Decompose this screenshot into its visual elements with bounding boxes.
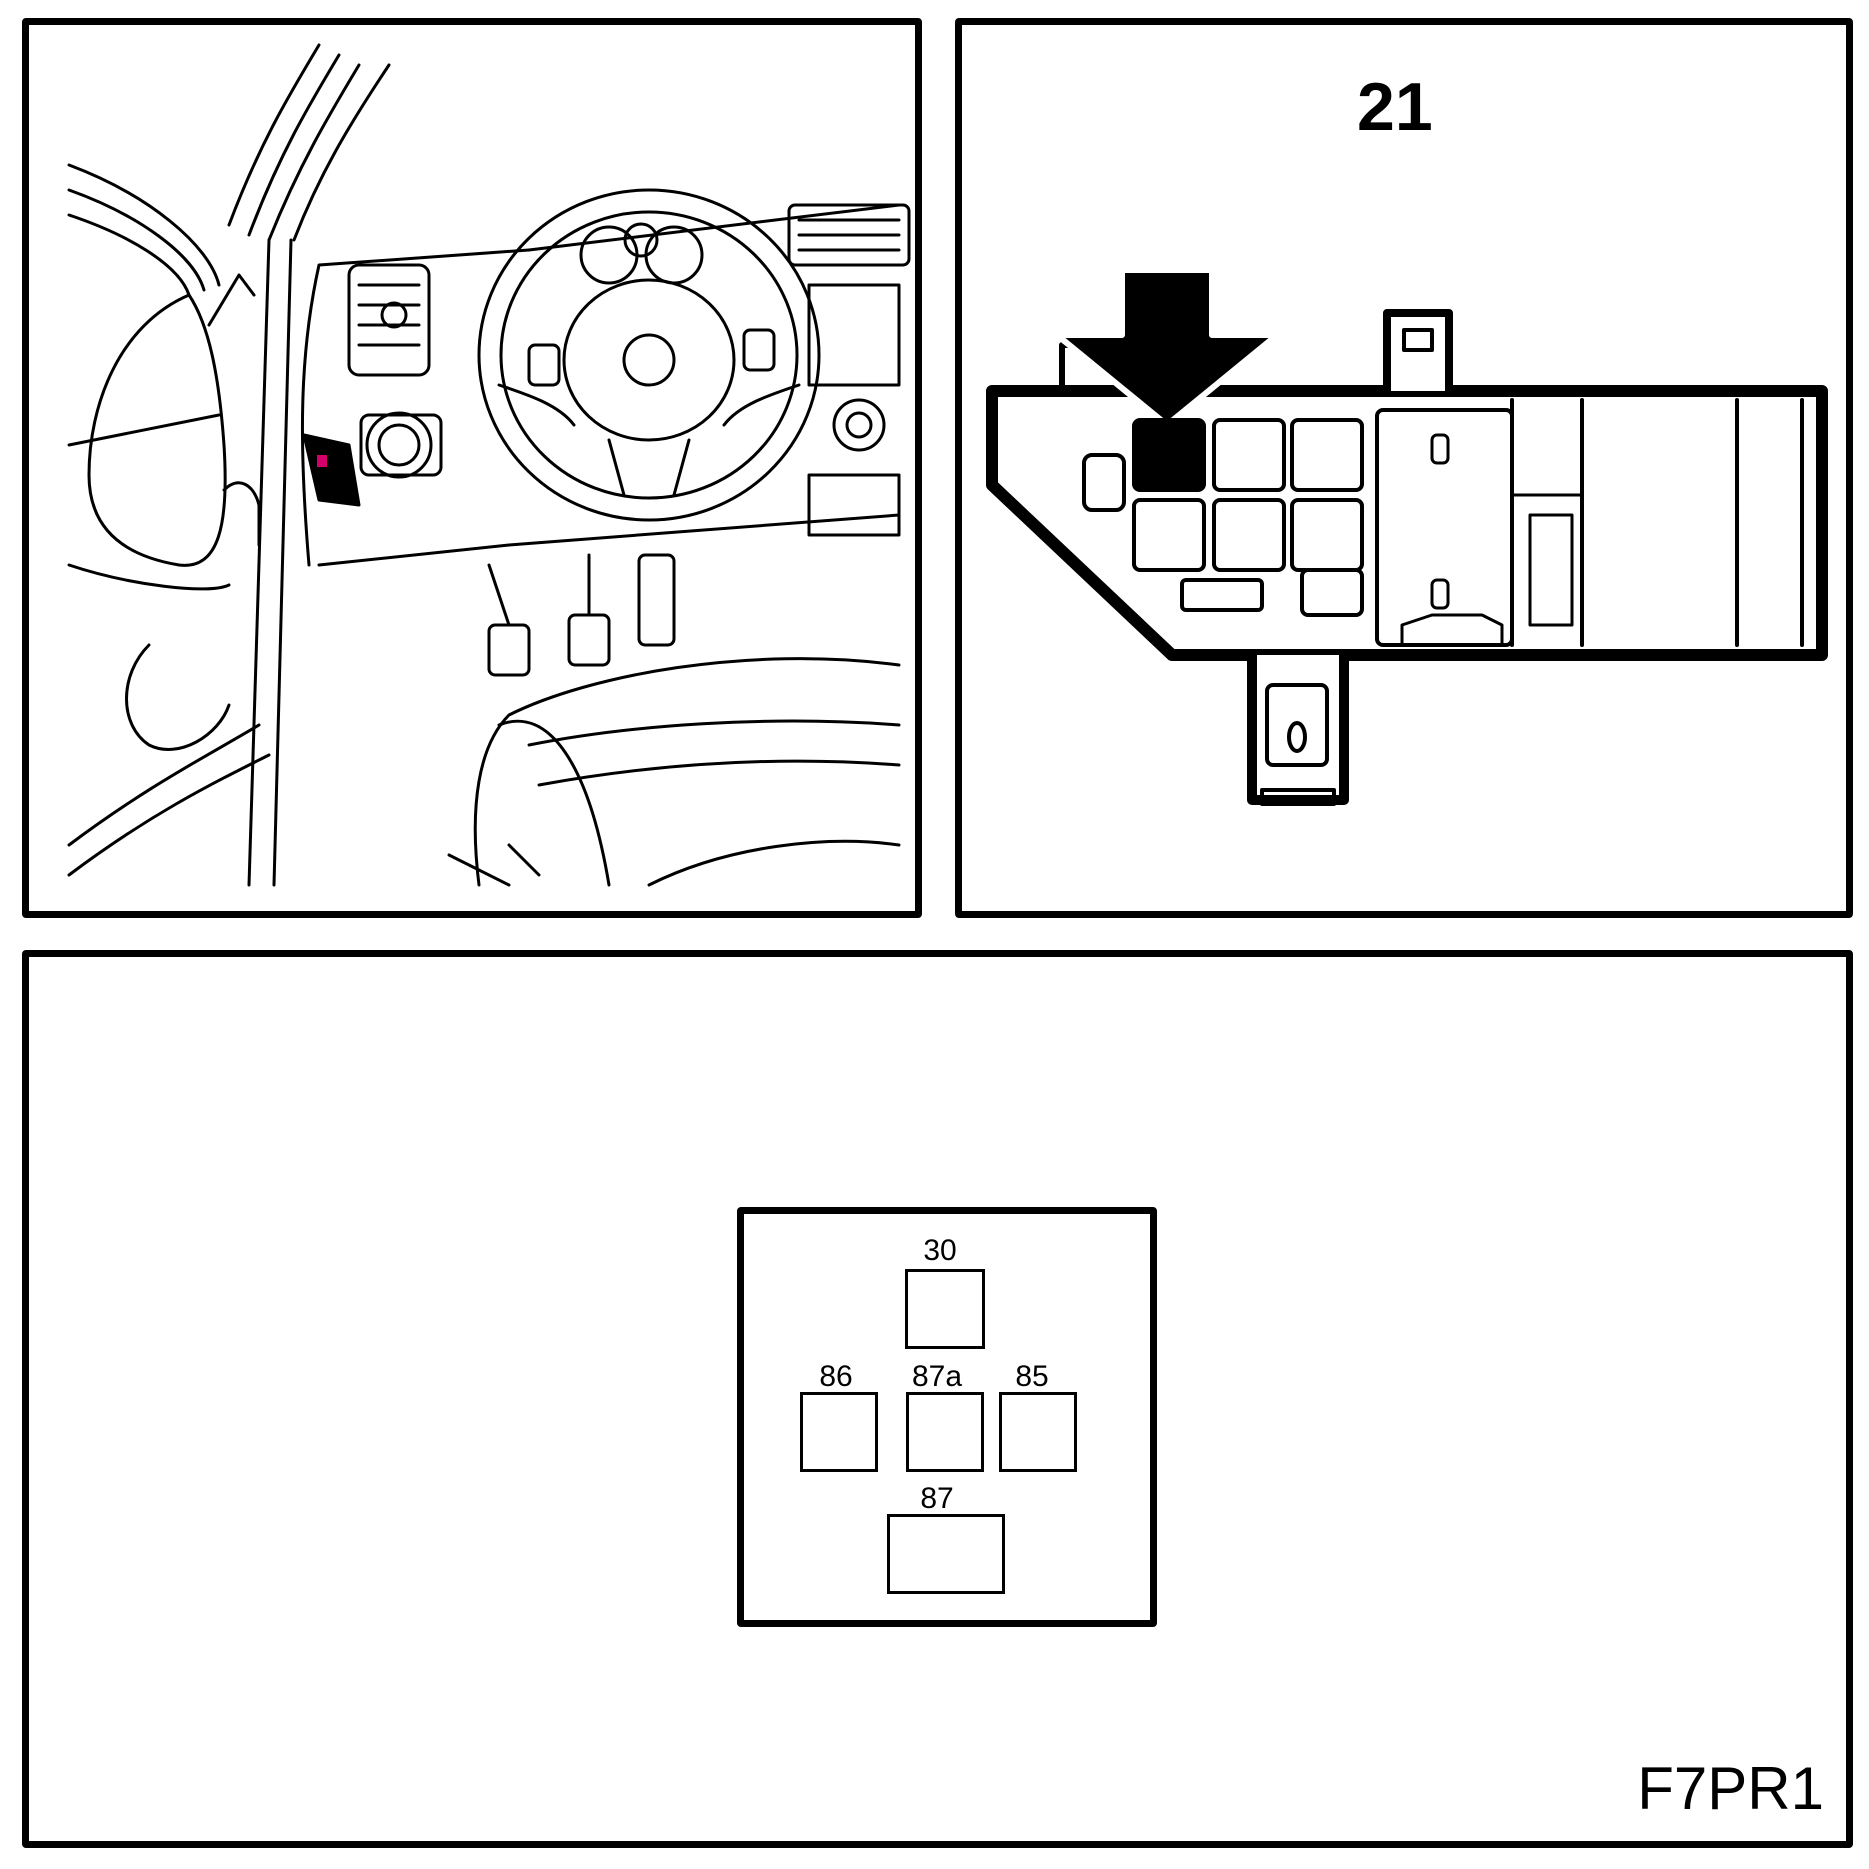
fuse-box-panel: 21: [955, 18, 1853, 918]
relay-outline: 30 86 87a 85 87: [737, 1207, 1157, 1627]
pin-30: [905, 1269, 985, 1349]
pin-30-label: 30: [923, 1234, 957, 1267]
pin-86: [800, 1392, 878, 1472]
car-interior-drawing: [67, 43, 911, 887]
pin-85-label: 85: [1015, 1360, 1049, 1393]
relay-pinout-panel: 30 86 87a 85 87 F7PR1: [22, 950, 1853, 1848]
pin-85: [999, 1392, 1077, 1472]
fuse-box-number: 21: [1357, 69, 1433, 145]
interior-location-panel: [22, 18, 922, 918]
fuse-box-drawing: [986, 267, 1828, 806]
pin-87a-label: 87a: [911, 1360, 963, 1393]
pin-86-label: 86: [819, 1360, 853, 1393]
figure-code: F7PR1: [1637, 1755, 1824, 1822]
pin-87-label: 87: [920, 1482, 954, 1515]
pin-87: [887, 1514, 1005, 1594]
pin-87a: [906, 1392, 984, 1472]
